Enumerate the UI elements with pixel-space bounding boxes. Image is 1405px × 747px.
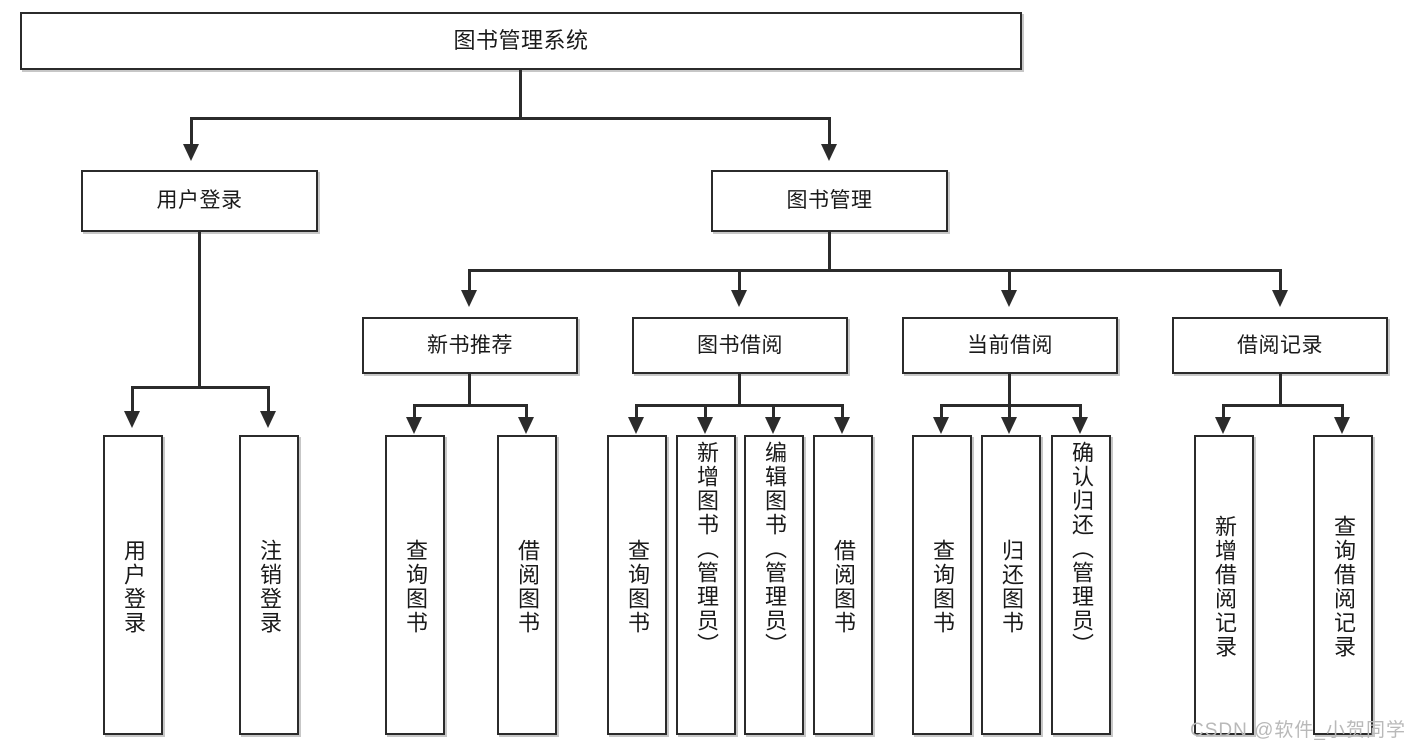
node-borrow-record[interactable]: 借阅记录	[1172, 317, 1388, 374]
connector-current-borrow-bar	[940, 404, 1082, 407]
node-label: 编辑图书（管理员）	[762, 441, 787, 657]
connector-cb-drop-2	[1008, 404, 1011, 418]
node-leaf-borrow-book-borrow[interactable]: 借阅图书	[813, 435, 873, 735]
node-label: 新增借阅记录	[1212, 515, 1237, 659]
node-label: 借阅图书	[515, 539, 540, 635]
arrowhead-leaf-query-book-3	[933, 417, 949, 434]
arrowhead-leaf-add-book	[697, 417, 713, 434]
connector-user-login-stem	[198, 232, 201, 388]
node-leaf-query-borrow-record[interactable]: 查询借阅记录	[1313, 435, 1373, 735]
arrowhead-leaf-borrow-book-1	[518, 417, 534, 434]
arrowhead-to-borrow-record	[1272, 290, 1288, 307]
node-label: 查询图书	[930, 539, 955, 635]
arrowhead-to-user-login	[183, 144, 199, 161]
connector-nbr-drop-1	[413, 404, 416, 418]
connector-to-borrow-record	[1279, 269, 1282, 291]
node-label: 图书管理系统	[453, 27, 589, 53]
node-leaf-query-book-new-recommend[interactable]: 查询图书	[385, 435, 445, 735]
node-root-book-management-system[interactable]: 图书管理系统	[20, 12, 1022, 70]
node-book-manage[interactable]: 图书管理	[711, 170, 948, 232]
node-leaf-return-book[interactable]: 归还图书	[981, 435, 1041, 735]
connector-bb-drop-2	[704, 404, 707, 418]
arrowhead-leaf-add-borrow-record	[1215, 417, 1231, 434]
arrowhead-leaf-confirm-return	[1072, 417, 1088, 434]
arrowhead-leaf-borrow-book-2	[834, 417, 850, 434]
arrowhead-leaf-query-book-1	[406, 417, 422, 434]
connector-to-new-book-recommend	[468, 269, 471, 291]
arrowhead-leaf-edit-book	[765, 417, 781, 434]
node-book-borrow[interactable]: 图书借阅	[632, 317, 848, 374]
connector-br-drop-2	[1341, 404, 1344, 418]
connector-nbr-drop-2	[525, 404, 528, 418]
connector-root-stem	[519, 70, 522, 119]
arrowhead-leaf-query-borrow-record	[1334, 417, 1350, 434]
connector-user-login-drop-1	[131, 386, 134, 412]
arrowhead-leaf-return-book	[1001, 417, 1017, 434]
connector-borrow-record-bar	[1222, 404, 1344, 407]
node-label: 查询图书	[403, 539, 428, 635]
node-leaf-edit-book[interactable]: 编辑图书（管理员）	[744, 435, 804, 735]
connector-book-manage-bar	[468, 269, 1282, 272]
node-leaf-add-book[interactable]: 新增图书（管理员）	[676, 435, 736, 735]
connector-user-login-bar	[131, 386, 270, 389]
node-new-book-recommend[interactable]: 新书推荐	[362, 317, 578, 374]
connector-new-book-recommend-bar	[413, 404, 528, 407]
connector-bb-drop-4	[841, 404, 844, 418]
node-label: 查询借阅记录	[1331, 515, 1356, 659]
node-label: 确认归还（管理员）	[1069, 441, 1094, 657]
connector-to-current-borrow	[1008, 269, 1011, 291]
arrowhead-to-new-book-recommend	[461, 290, 477, 307]
connector-book-manage-stem	[828, 232, 831, 271]
connector-root-to-user-login	[190, 117, 193, 145]
arrowhead-leaf-user-login	[124, 411, 140, 428]
node-user-login[interactable]: 用户登录	[81, 170, 318, 232]
connector-bb-drop-3	[772, 404, 775, 418]
watermark-csdn: CSDN @软件_小贺同学	[1190, 720, 1405, 741]
connector-user-login-drop-2	[267, 386, 270, 412]
node-label: 注销登录	[257, 539, 282, 635]
node-current-borrow[interactable]: 当前借阅	[902, 317, 1118, 374]
node-leaf-logout-login[interactable]: 注销登录	[239, 435, 299, 735]
node-label: 新增图书（管理员）	[694, 441, 719, 657]
connector-book-borrow-stem	[738, 374, 741, 406]
node-leaf-user-login[interactable]: 用户登录	[103, 435, 163, 735]
node-leaf-confirm-return[interactable]: 确认归还（管理员）	[1051, 435, 1111, 735]
arrowhead-leaf-logout-login	[260, 411, 276, 428]
connector-borrow-record-stem	[1279, 374, 1282, 406]
node-label: 借阅记录	[1237, 333, 1323, 357]
connector-br-drop-1	[1222, 404, 1225, 418]
arrowhead-to-book-manage	[821, 144, 837, 161]
node-leaf-query-book-current[interactable]: 查询图书	[912, 435, 972, 735]
node-label: 查询图书	[625, 539, 650, 635]
arrowhead-leaf-query-book-2	[628, 417, 644, 434]
connector-root-bar	[190, 117, 831, 120]
node-leaf-borrow-book-new-recommend[interactable]: 借阅图书	[497, 435, 557, 735]
node-label: 当前借阅	[967, 333, 1053, 357]
node-leaf-query-book-borrow[interactable]: 查询图书	[607, 435, 667, 735]
connector-current-borrow-stem	[1008, 374, 1011, 406]
node-label: 图书管理	[786, 189, 873, 213]
node-label: 图书借阅	[697, 333, 783, 357]
arrowhead-to-book-borrow	[731, 290, 747, 307]
connector-to-book-borrow	[738, 269, 741, 291]
node-label: 归还图书	[999, 539, 1024, 635]
arrowhead-to-current-borrow	[1001, 290, 1017, 307]
node-label: 借阅图书	[831, 539, 856, 635]
connector-cb-drop-1	[940, 404, 943, 418]
node-label: 新书推荐	[427, 333, 513, 357]
node-label: 用户登录	[121, 539, 146, 635]
connector-bb-drop-1	[635, 404, 638, 418]
connector-root-to-book-manage	[828, 117, 831, 145]
node-label: 用户登录	[156, 189, 243, 213]
connector-book-borrow-bar	[635, 404, 844, 407]
node-leaf-add-borrow-record[interactable]: 新增借阅记录	[1194, 435, 1254, 735]
connector-cb-drop-3	[1079, 404, 1082, 418]
connector-new-book-recommend-stem	[468, 374, 471, 406]
